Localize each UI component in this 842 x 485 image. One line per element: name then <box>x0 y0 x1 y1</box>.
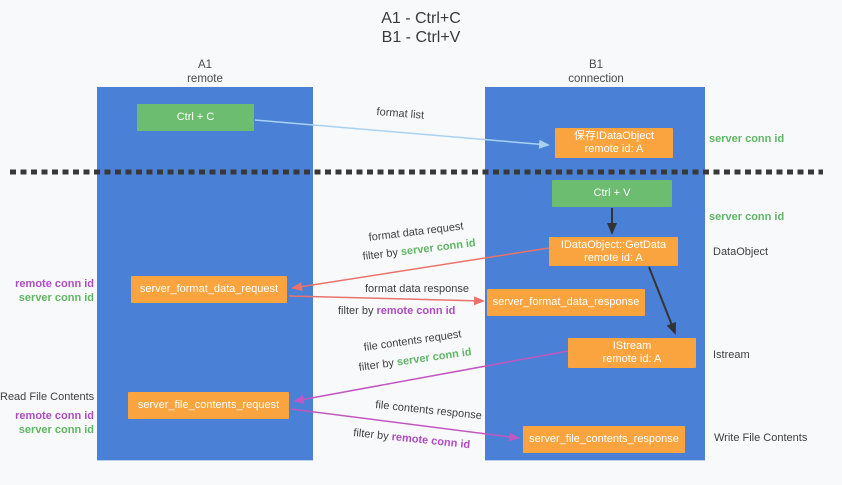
lane-a1-role: remote <box>187 73 223 85</box>
node-save-idataobject-line1: 保存IDataObject <box>573 130 655 142</box>
node-server-format-data-request-label: server_format_data_request <box>139 283 279 295</box>
right-server-conn-id-2: server conn id <box>709 211 785 223</box>
lane-b1-name: B1 <box>588 59 604 71</box>
lane-header-a1: A1 remote <box>145 58 265 86</box>
node-idataobject-getdata-line2: remote id: A <box>584 251 643 264</box>
node-server-format-data-response: server_format_data_response <box>487 289 645 316</box>
node-server-format-data-response-label: server_format_data_response <box>492 296 640 308</box>
left-server-conn-id-1: server conn id <box>18 292 94 304</box>
filter-by-text: filter by <box>338 305 374 317</box>
lane-header-b1: B1 connection <box>536 58 656 86</box>
node-server-file-contents-request: server_file_contents_request <box>128 392 289 419</box>
filter-by-text: filter by <box>362 246 399 263</box>
node-save-idataobject: 保存IDataObject remote id: A <box>555 128 673 158</box>
node-server-file-contents-response: server_file_contents_response <box>523 426 685 453</box>
remote-conn-id-keyword: remote conn id <box>376 305 456 317</box>
edge-label-filter-file-response: filter by remote conn id <box>353 427 471 451</box>
diagram-title: A1 - Ctrl+C B1 - Ctrl+V <box>321 9 521 47</box>
node-istream-line1: IStream <box>612 340 652 352</box>
diagram-title-line2: B1 - Ctrl+V <box>381 29 461 46</box>
node-save-idataobject-line2: remote id: A <box>584 143 644 155</box>
server-conn-id-keyword: server conn id <box>400 237 477 259</box>
edge-label-format-data-response: format data response <box>365 283 469 295</box>
diagram-title-line1: A1 - Ctrl+C <box>381 10 461 27</box>
node-ctrl-v-label: Ctrl + V <box>593 187 631 199</box>
node-server-file-contents-response-label: server_file_contents_response <box>529 433 679 445</box>
node-ctrl-c-label: Ctrl + C <box>176 111 215 123</box>
right-write-file-contents-label: Write File Contents <box>714 432 808 444</box>
format-data-response-arrow <box>288 295 485 306</box>
node-idataobject-getdata: IDataObject::GetData remote id: A <box>549 237 678 266</box>
lane-a1-name: A1 <box>197 59 213 71</box>
lane-b1-role: connection <box>568 73 624 85</box>
node-server-file-contents-request-label: server_file_contents_request <box>137 399 280 411</box>
remote-conn-id-keyword: remote conn id <box>391 431 471 452</box>
left-remote-conn-id-1: remote conn id <box>15 278 94 290</box>
filter-by-text: filter by <box>358 357 395 374</box>
left-read-file-contents-label: Read File Contents <box>0 391 95 403</box>
edge-label-file-contents-response: file contents response <box>374 399 483 423</box>
server-conn-id-keyword: server conn id <box>396 346 473 369</box>
right-server-conn-id-1: server conn id <box>709 133 785 145</box>
node-istream-line2: remote id: A <box>602 353 662 365</box>
right-istream-label: Istream <box>713 349 750 361</box>
node-ctrl-c: Ctrl + C <box>137 104 254 131</box>
node-istream: IStream remote id: A <box>568 338 696 368</box>
node-ctrl-v: Ctrl + V <box>552 180 672 207</box>
node-idataobject-getdata-line1: IDataObject::GetData <box>560 238 667 251</box>
filter-by-text: filter by <box>352 427 390 443</box>
node-server-format-data-request: server_format_data_request <box>131 276 287 303</box>
left-remote-conn-id-2: remote conn id <box>15 410 94 422</box>
edge-label-format-list: format list <box>376 106 425 122</box>
right-dataobject-label: DataObject <box>713 246 769 258</box>
left-server-conn-id-2: server conn id <box>18 424 94 436</box>
edge-label-filter-format-response: filter by remote conn id <box>338 305 455 317</box>
